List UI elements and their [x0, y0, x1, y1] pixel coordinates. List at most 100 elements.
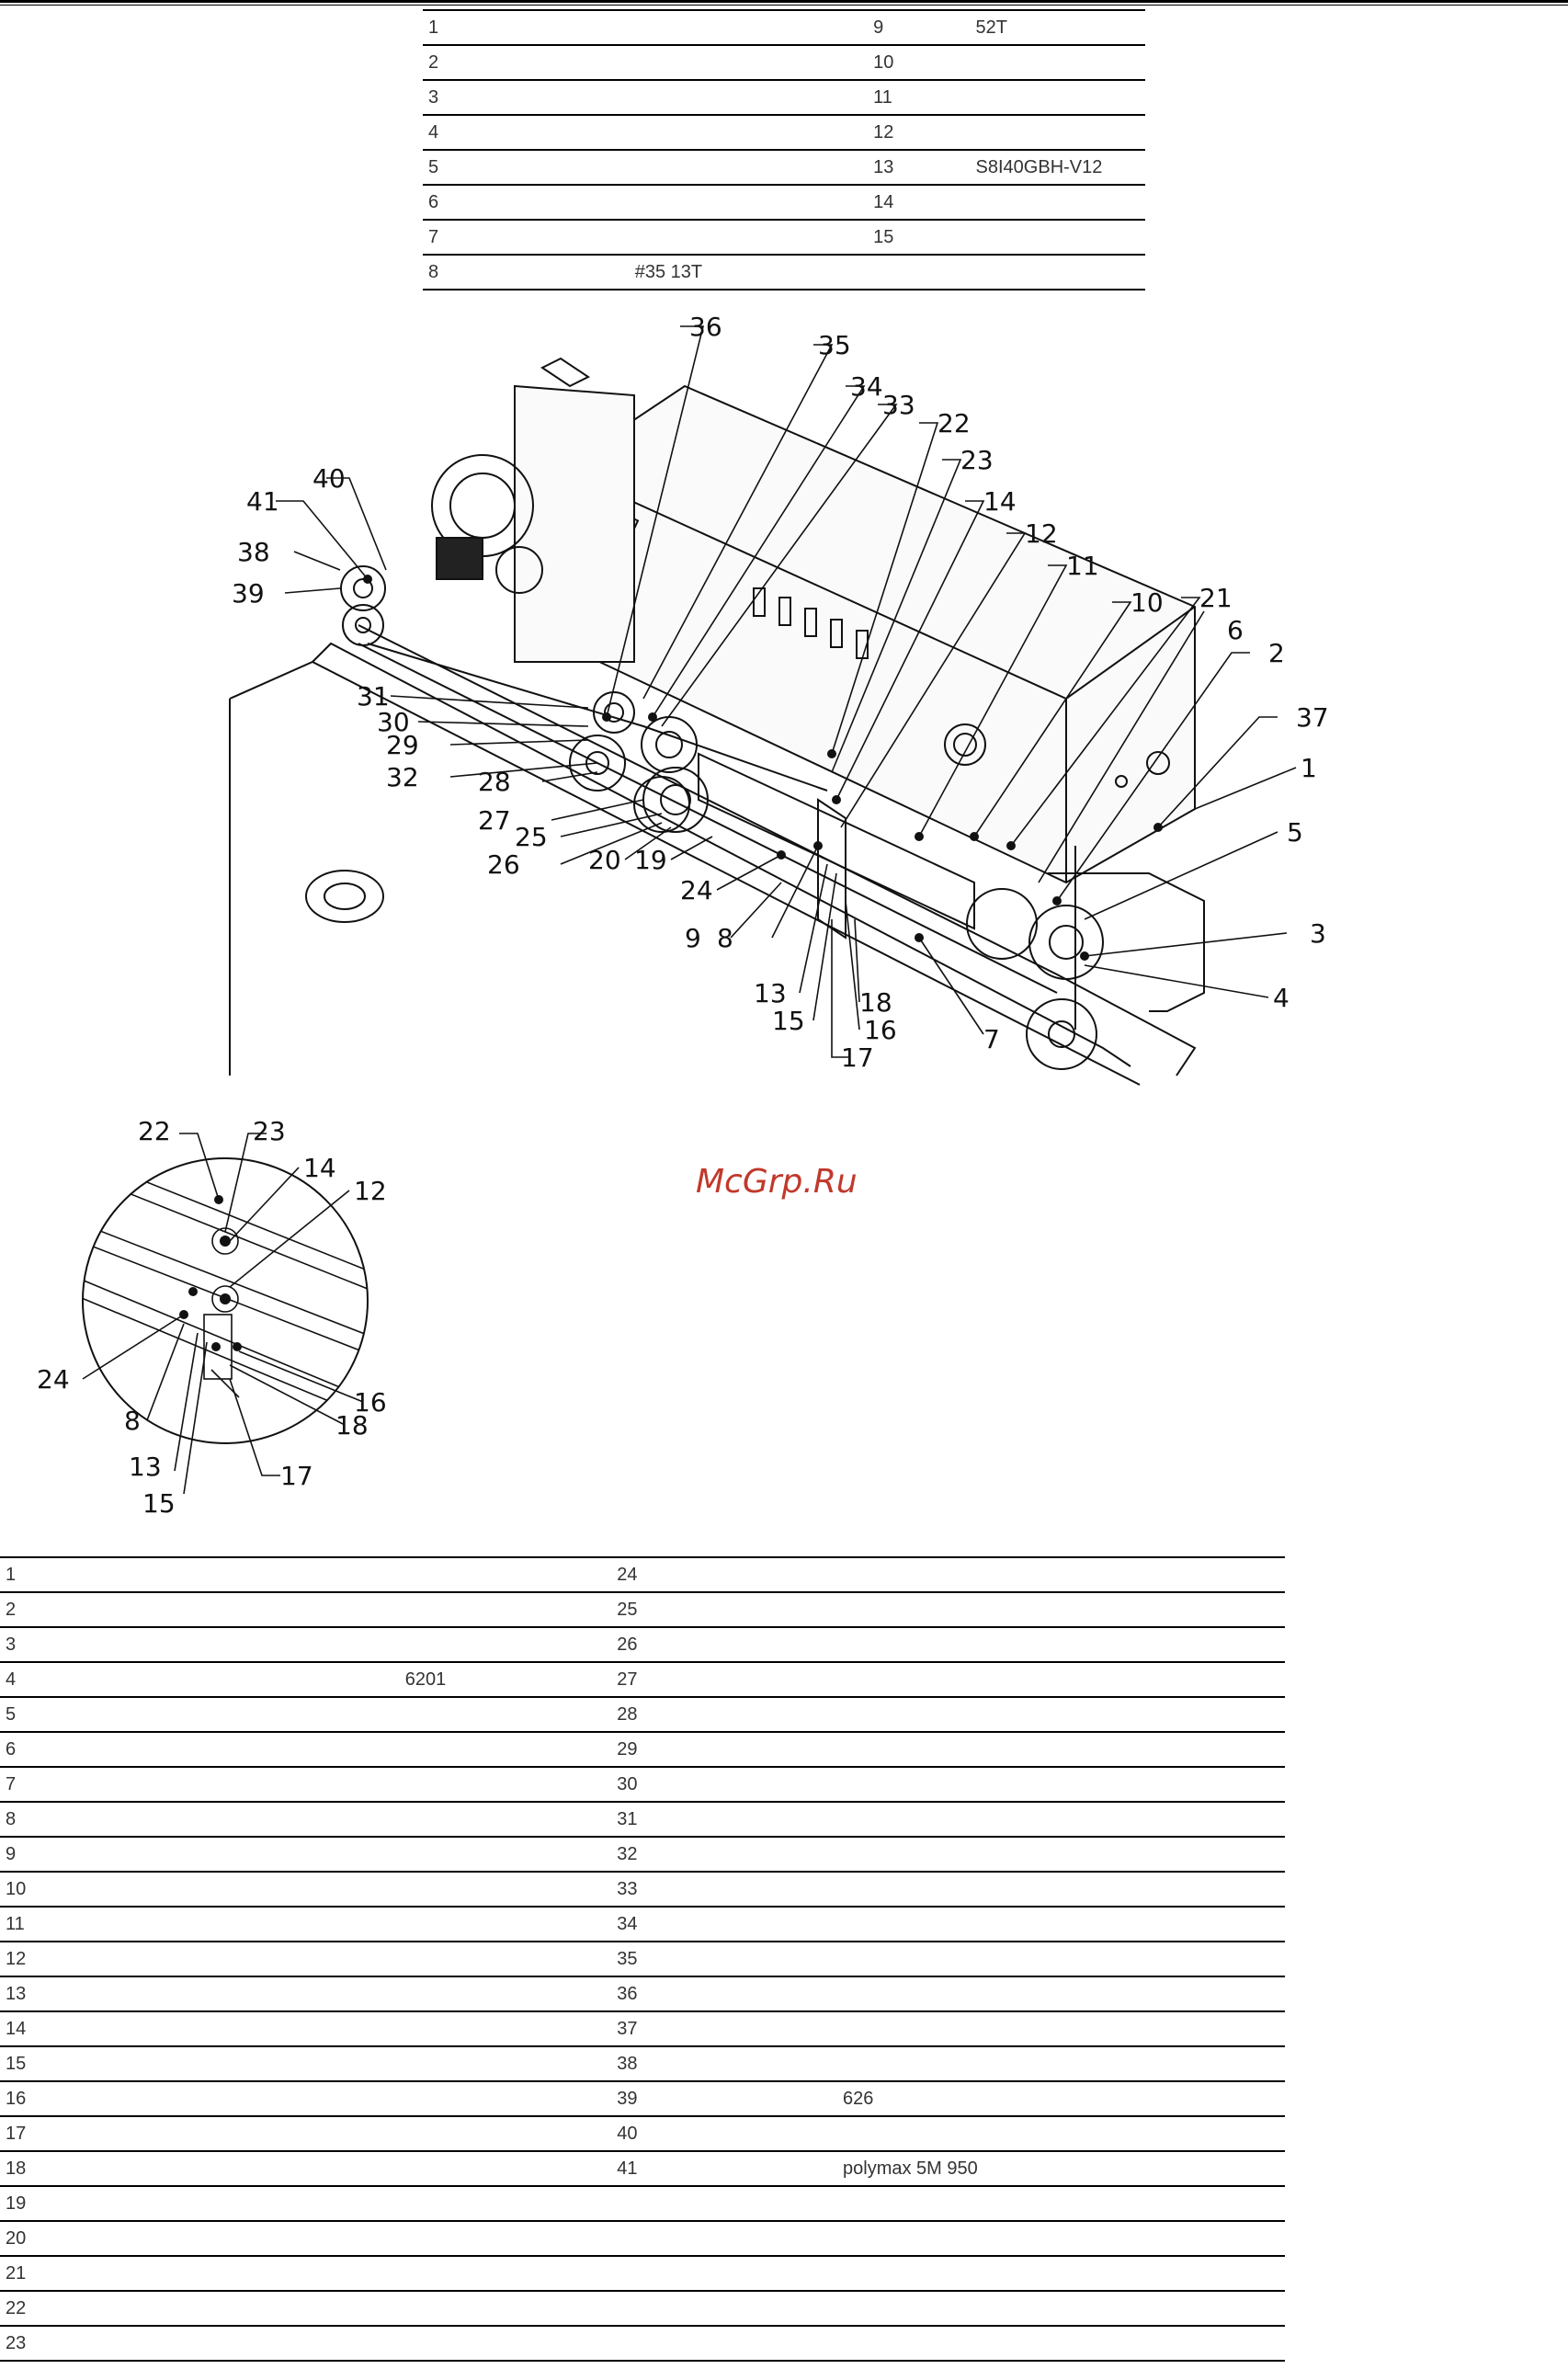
- table-cell-d1: [70, 1872, 611, 1907]
- callout-label: 34: [850, 371, 883, 402]
- table-cell-n2: 33: [617, 1878, 638, 1899]
- table-cell-n1: 23: [6, 2332, 27, 2353]
- callout-label: 23: [960, 445, 994, 475]
- table-cell-n2: [611, 2326, 714, 2361]
- table-cell-n2: 26: [617, 1634, 638, 1655]
- table-cell-n2: 39: [617, 2088, 638, 2109]
- callout-label: 24: [37, 1364, 70, 1395]
- table-cell-d1: [70, 2081, 611, 2116]
- callout-label: 22: [937, 408, 971, 438]
- callout-label: 22: [138, 1116, 171, 1146]
- callout-label: 13: [129, 1452, 162, 1482]
- table-cell-n1: 6: [428, 191, 439, 212]
- table-cell-n1: 3: [6, 1634, 17, 1655]
- table-cell-d1: [70, 2046, 611, 2081]
- callout-label: 14: [983, 486, 1017, 517]
- table-cell-d2: [714, 2116, 1285, 2151]
- table-cell-n2: [611, 2256, 714, 2291]
- table-cell-n1: 8: [6, 1808, 17, 1829]
- table-cell-d2: 626: [843, 2088, 874, 2109]
- callout-label: 2: [1268, 638, 1285, 668]
- table-cell-n2: 37: [617, 2018, 638, 2039]
- table-cell-d2: [714, 1907, 1285, 1942]
- table-cell-n2: 30: [617, 1773, 638, 1794]
- table-cell-n1: 18: [6, 2158, 27, 2179]
- table-cell-d2: [714, 2326, 1285, 2361]
- table-cell-n2: 11: [873, 86, 892, 108]
- table-cell-d2: [714, 2186, 1285, 2221]
- table-cell-d2: [714, 1976, 1285, 2011]
- callout-label: 30: [377, 707, 410, 737]
- table-cell-n2: 29: [617, 1738, 638, 1760]
- table-cell-n1: 8: [428, 261, 439, 282]
- table-cell-d2: [714, 1662, 1285, 1697]
- callout-label: 7: [983, 1024, 1000, 1054]
- table-row: 8 31: [0, 1802, 1285, 1837]
- table-cell-d2: [714, 2046, 1285, 2081]
- callout-label: 9: [685, 923, 701, 953]
- table-cell-n2: 10: [873, 51, 894, 73]
- table-cell-d1: [70, 2116, 611, 2151]
- table-cell-d1: [70, 1627, 611, 1662]
- callout-label: 13: [754, 978, 787, 1008]
- table-cell-d1: [70, 2256, 611, 2291]
- table-cell-d1: [70, 1592, 611, 1627]
- table-cell-d1: [70, 1802, 611, 1837]
- table-cell-n2: 31: [617, 1808, 638, 1829]
- table-cell-d2: [714, 2011, 1285, 2046]
- table-cell-d1: [70, 2151, 611, 2186]
- table-cell-n2: 15: [873, 226, 894, 247]
- callout-label: 18: [859, 987, 892, 1018]
- table-cell-d2: [714, 1767, 1285, 1802]
- table-row: 14 37: [0, 2011, 1285, 2046]
- table-cell-d1: [70, 2326, 611, 2361]
- table-cell-n2: 32: [617, 1843, 638, 1864]
- table-cell-n2: 24: [617, 1564, 638, 1585]
- callout-label: 33: [882, 390, 915, 420]
- table-cell-n1: 11: [6, 1913, 25, 1934]
- table-row: 3 26: [0, 1627, 1285, 1662]
- callout-label: 29: [386, 730, 419, 760]
- table-row: 6 14: [423, 185, 1145, 220]
- callout-label: 38: [237, 537, 270, 567]
- table-cell-n1: 13: [6, 1983, 27, 2004]
- table-cell-n1: 14: [6, 2018, 27, 2039]
- table-cell-n1: 4: [428, 121, 439, 142]
- table-cell-n1: 2: [428, 51, 439, 73]
- table-row: 22: [0, 2291, 1285, 2326]
- callout-label: 28: [478, 767, 511, 797]
- callout-label: 27: [478, 805, 511, 836]
- callout-label: 15: [772, 1006, 805, 1036]
- callout-label: 36: [689, 312, 722, 342]
- table-cell-d1: [70, 1557, 611, 1592]
- table-cell-n1: 4: [6, 1669, 17, 1690]
- table-cell-n1: 1: [428, 17, 439, 38]
- table-cell-n1: 1: [6, 1564, 17, 1585]
- table-cell-d2: polymax 5M 950: [843, 2158, 978, 2179]
- callout-label: 23: [253, 1116, 286, 1146]
- top-rule: [0, 0, 1568, 6]
- table-cell-d1: [70, 2291, 611, 2326]
- table-cell-d2: [714, 2221, 1285, 2256]
- table-cell-d1: [70, 1837, 611, 1872]
- table-cell-n2: 35: [617, 1948, 638, 1969]
- callout-label: 40: [312, 463, 346, 494]
- callout-label: 15: [142, 1488, 176, 1519]
- table-cell-n2: 14: [873, 191, 894, 212]
- table-cell-n1: 5: [428, 156, 439, 177]
- callout-label: 3: [1310, 918, 1326, 949]
- table-row: 20: [0, 2221, 1285, 2256]
- table-row: 21: [0, 2256, 1285, 2291]
